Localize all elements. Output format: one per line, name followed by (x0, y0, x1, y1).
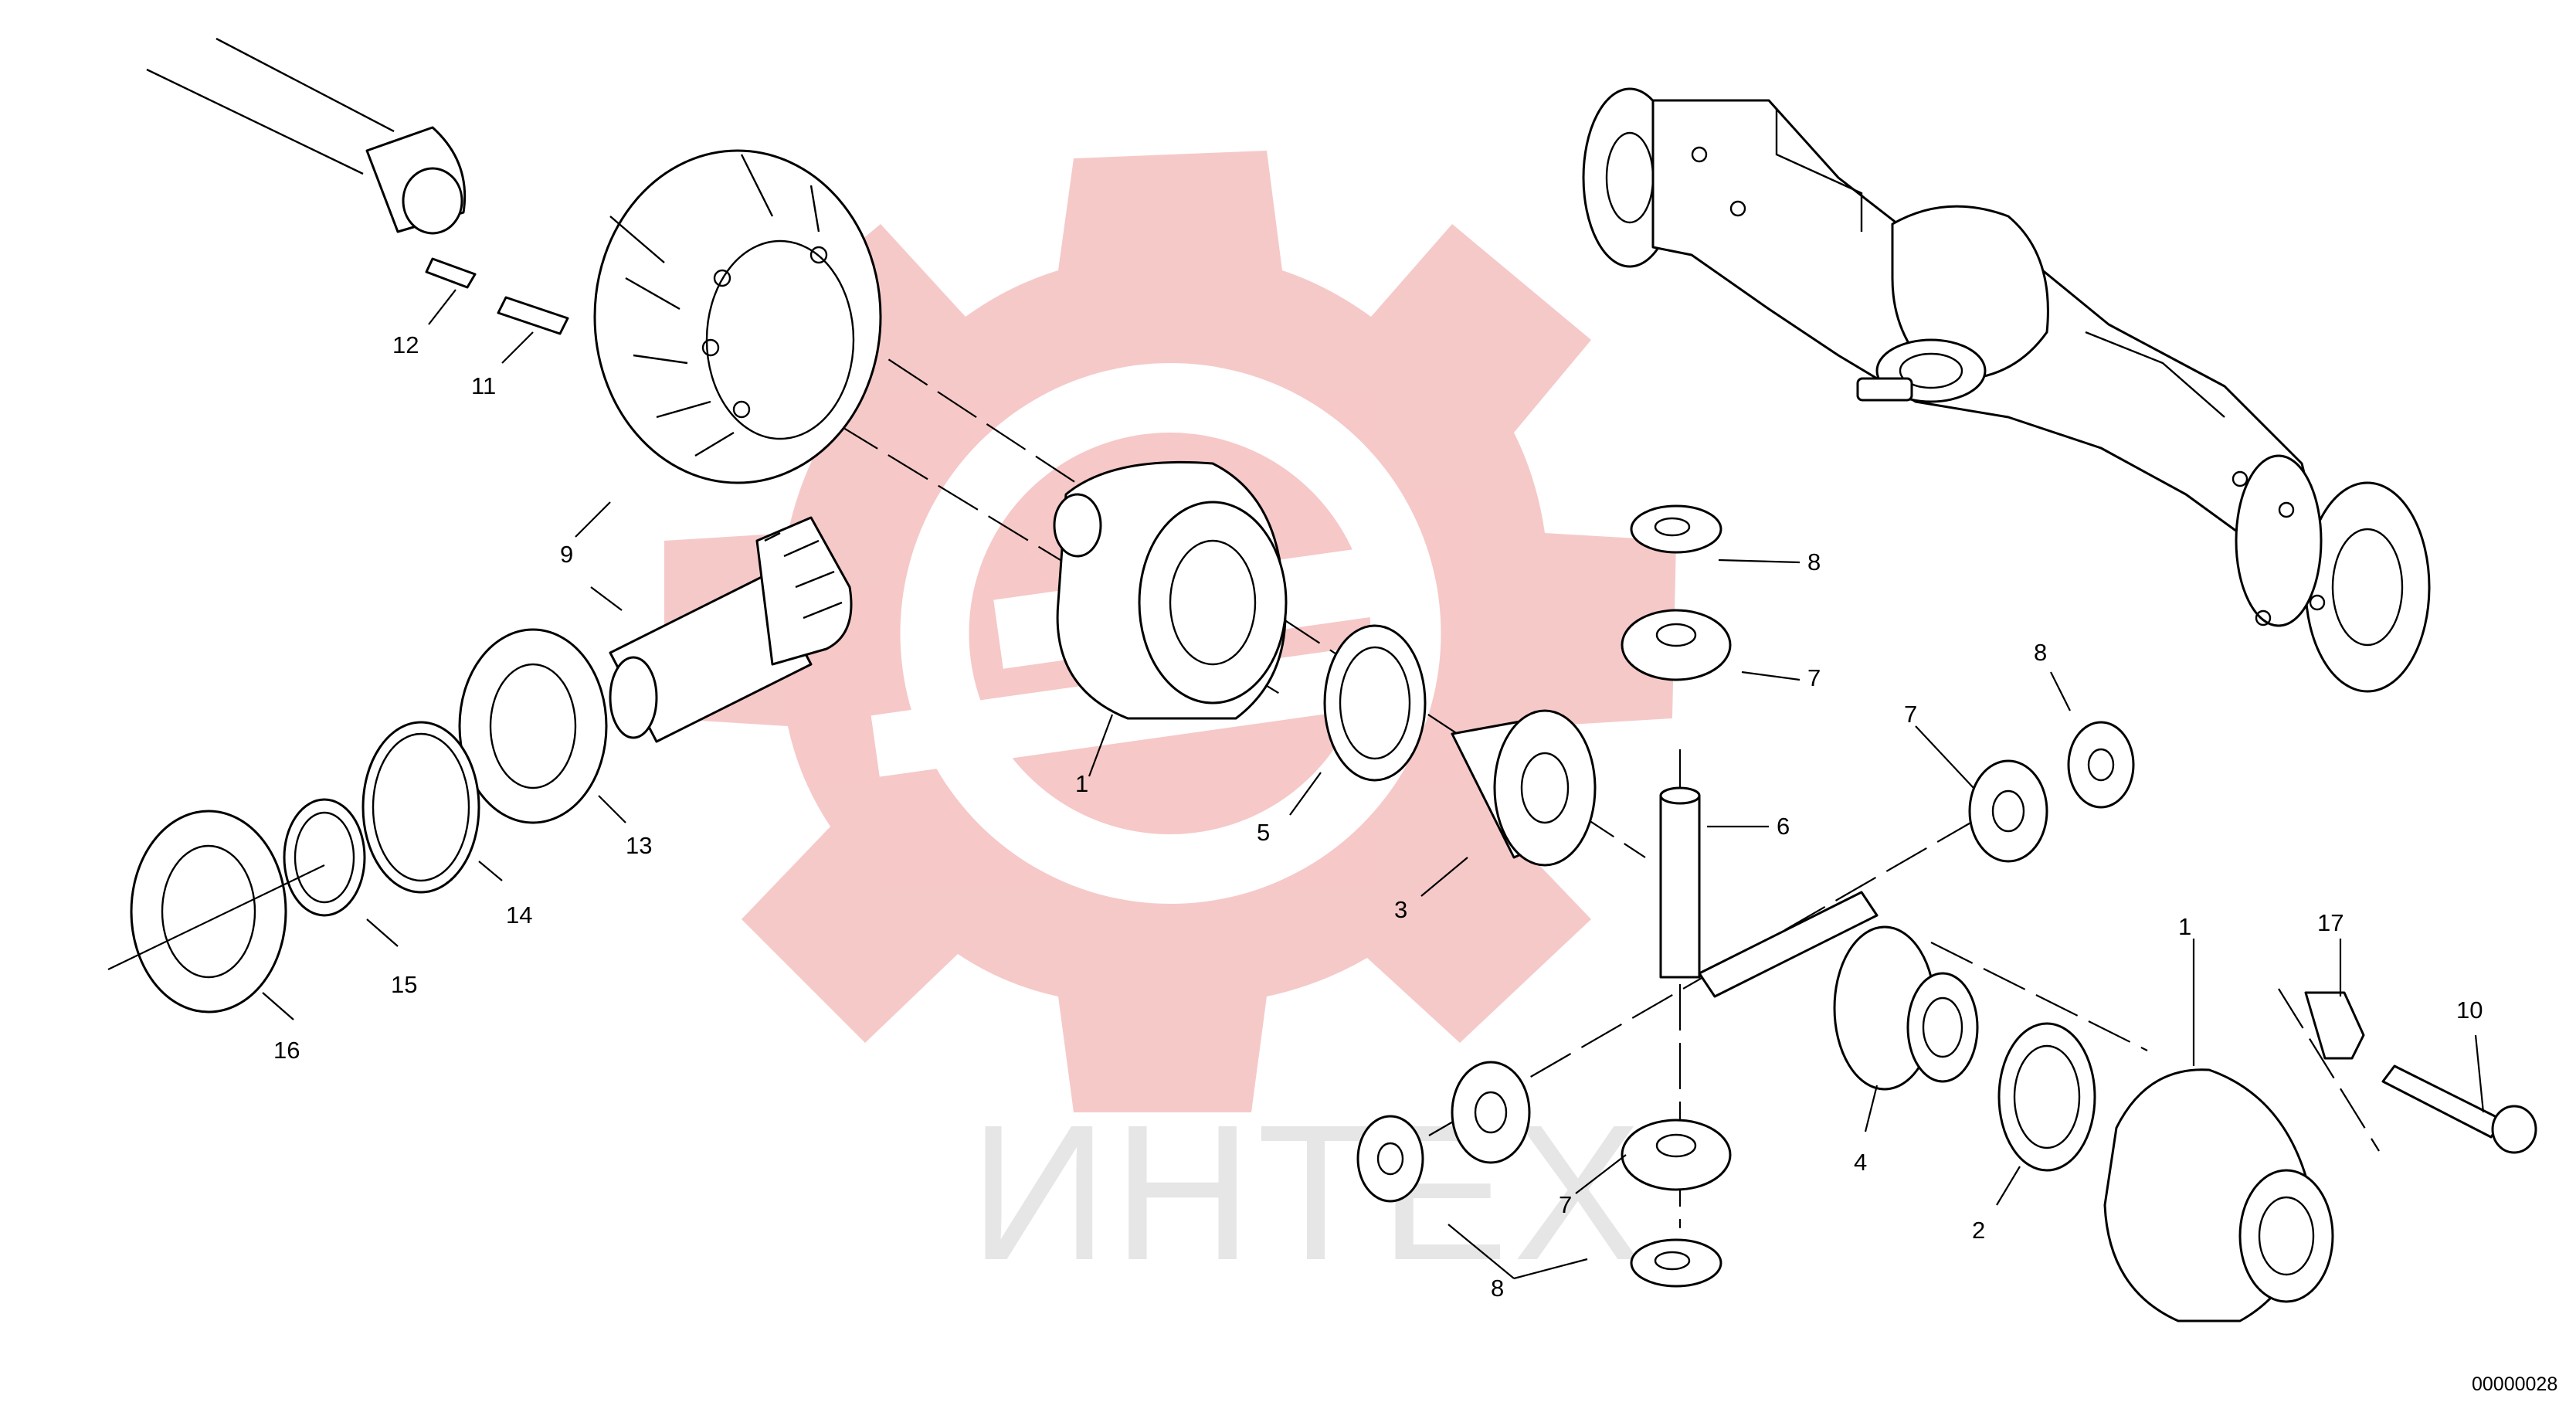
shim-icon (283, 721, 480, 917)
callout-label: 1 (1075, 770, 1088, 797)
callout-label: 16 (273, 1037, 300, 1064)
callout-label: 8 (2034, 639, 2047, 666)
thrust-washer-icon (1997, 1022, 2096, 1172)
document-number: 00000028 (2472, 1373, 2557, 1395)
planetary-gear-icon (1968, 721, 2135, 863)
callout-label: 7 (1807, 664, 1821, 691)
callout-label: 3 (1394, 896, 1407, 923)
callout-label: 15 (391, 971, 417, 998)
thrust-washer-icon (1323, 624, 1427, 782)
callout-label: 10 (2456, 996, 2483, 1024)
pinion-shaft-icon (609, 516, 853, 743)
callout-label: 2 (1972, 1217, 1985, 1244)
callout-label: 17 (2317, 909, 2344, 936)
gear-watermark-body (664, 151, 1676, 1112)
watermark-text: ИНТЕХ (969, 1085, 1646, 1300)
side-gear-icon (1833, 925, 1979, 1091)
callout-label: 8 (1807, 548, 1821, 575)
differential-case-icon (1053, 460, 1288, 720)
ring-gear-icon (593, 149, 882, 484)
callout-label: 7 (1904, 701, 1917, 728)
callout-label: 8 (1491, 1275, 1504, 1302)
callout-label: 14 (506, 901, 532, 929)
roller-pin-icon (425, 257, 569, 335)
callout-label: 6 (1777, 813, 1790, 840)
bolt-icon (2381, 1064, 2537, 1154)
callout-label: 5 (1257, 819, 1270, 846)
callout-label: 11 (471, 372, 496, 399)
callout-label: 13 (626, 832, 652, 859)
differential-case-icon (2103, 1068, 2334, 1322)
callout-label: 7 (1559, 1191, 1572, 1218)
cross-pin-icon (1659, 786, 1879, 998)
callout-label: 4 (1854, 1149, 1867, 1176)
side-gear-icon (1451, 709, 1597, 867)
callout-labels: 1 5 3 6 7 8 8 7 1 17 10 4 2 7 8 9 12 11 … (273, 331, 2483, 1302)
callout-label: 1 (2178, 913, 2191, 940)
spline-shaft-icon (146, 37, 467, 235)
axle-assembly-icon (1582, 87, 2431, 693)
lock-plate-icon (2304, 991, 2365, 1060)
planetary-gear-icon (1621, 504, 1732, 681)
leader-lines (107, 289, 2485, 1280)
callout-label: 9 (560, 541, 573, 568)
callout-label: 12 (392, 331, 419, 358)
planetary-gear-icon (1356, 1061, 1732, 1288)
bearing-icon (130, 628, 608, 1013)
